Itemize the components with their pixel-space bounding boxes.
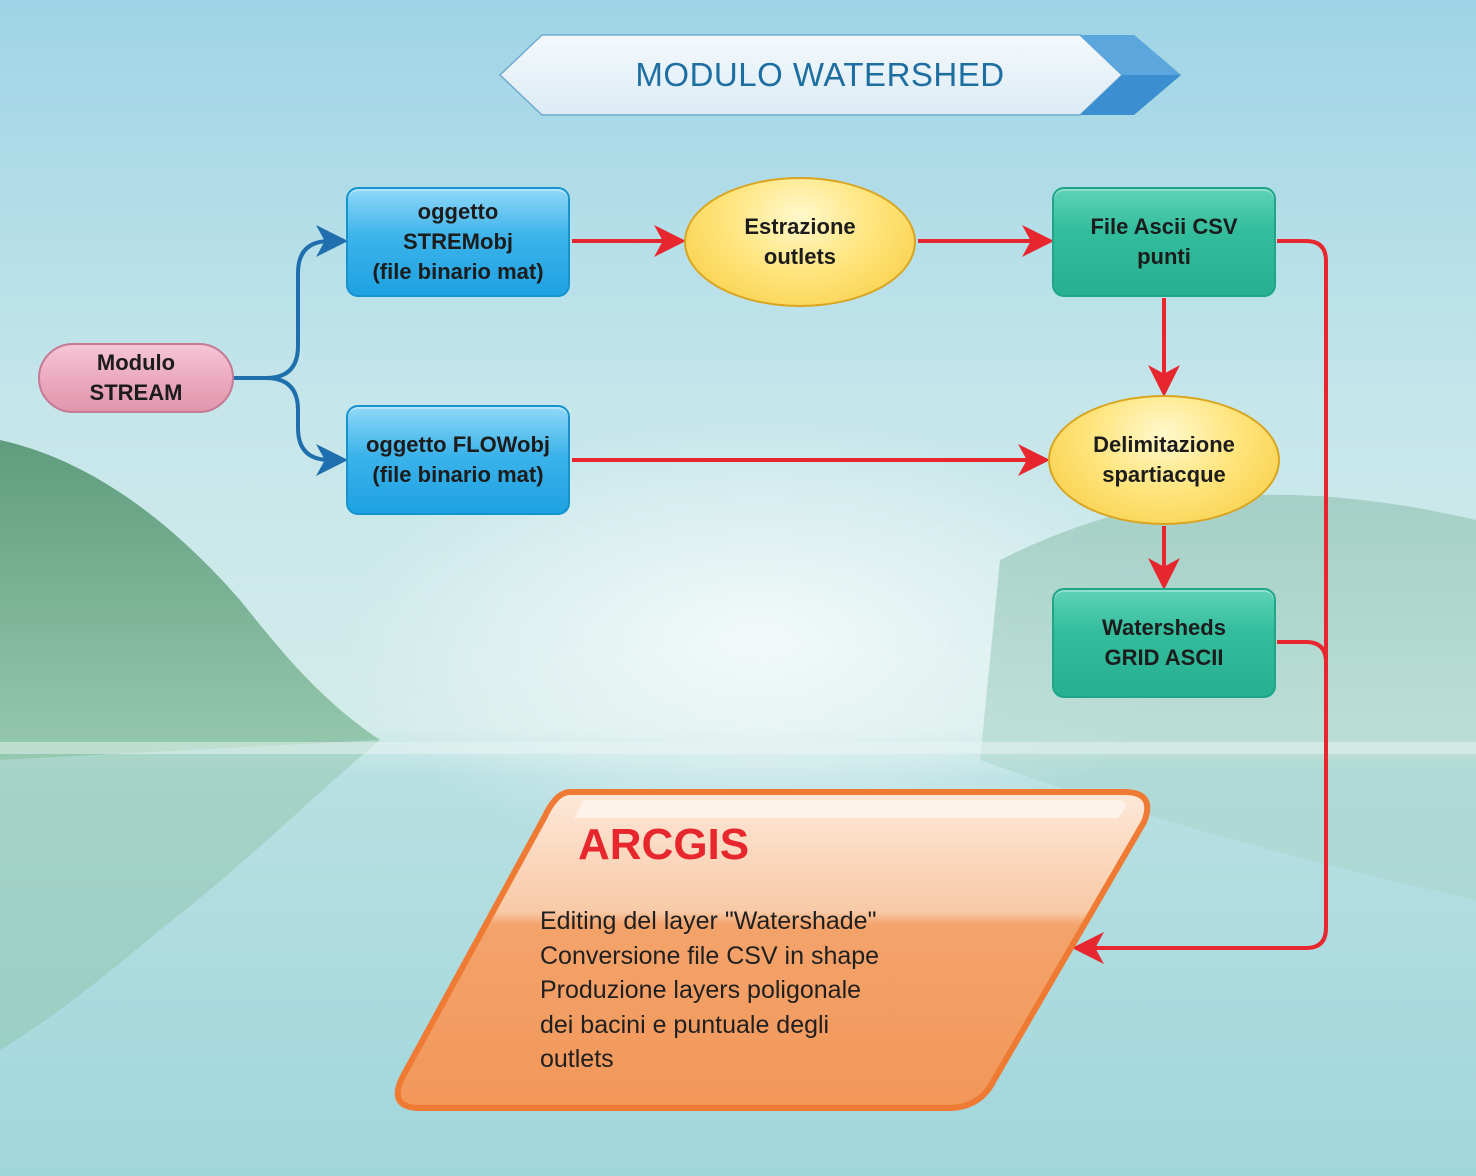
arcgis-line: outlets xyxy=(540,1045,614,1073)
arcgis-title: ARCGIS xyxy=(578,820,750,869)
node-estrazione-outlets: Estrazione outlets xyxy=(684,177,916,307)
arcgis-line: Conversione file CSV in shape xyxy=(540,941,880,970)
node-flowobj: oggetto FLOWobj (file binario mat) xyxy=(346,405,570,515)
arcgis-line: Editing del layer "Watershade" xyxy=(540,907,877,935)
arcgis-box xyxy=(394,789,1151,1111)
node-file-ascii-csv: File Ascii CSV punti xyxy=(1052,187,1276,297)
arcgis-line: dei bacini e puntuale degli xyxy=(540,1010,830,1039)
title-banner xyxy=(498,34,1181,116)
line-watersheds-to-arcgis xyxy=(1277,640,1328,663)
arrow-stream-to-stremobj xyxy=(234,225,348,380)
node-stremobj: oggetto STREMobj (file binario mat) xyxy=(346,187,570,297)
node-modulo-stream: Modulo STREAM xyxy=(38,343,234,413)
node-delimitazione-spartiacque: Delimitazione spartiacque xyxy=(1048,395,1280,525)
arcgis-description: Editing del layer "Watershade" Conversio… xyxy=(540,904,879,1077)
page-title: MODULO WATERSHED xyxy=(635,56,1005,93)
arcgis-line: Produzione layers poligonale xyxy=(540,976,862,1004)
arrow-fileascii-to-arcgis xyxy=(1072,239,1328,964)
node-watersheds-grid-ascii: Watersheds GRID ASCII xyxy=(1052,588,1276,698)
arrow-stream-to-flowobj xyxy=(265,376,348,476)
